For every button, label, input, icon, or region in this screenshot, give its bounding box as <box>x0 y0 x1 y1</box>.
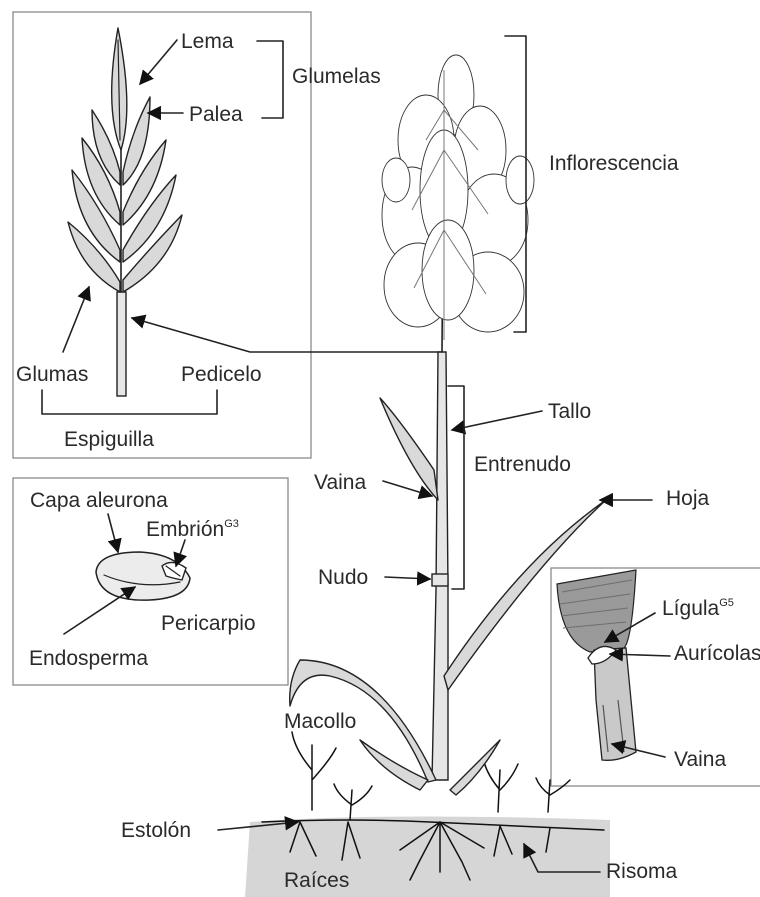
inflorescence-cluster <box>382 55 534 332</box>
nudo-pointer <box>385 577 430 579</box>
inflorescencia-label: Inflorescencia <box>549 153 679 174</box>
risoma-label: Risoma <box>606 861 677 882</box>
espiguilla-label: Espiguilla <box>64 429 154 450</box>
nudo-label: Nudo <box>318 567 368 588</box>
embrion-superscript: G3 <box>224 518 239 530</box>
palea-label: Palea <box>189 104 243 125</box>
estolon-label: Estolón <box>121 820 191 841</box>
pericarpio-label: Pericarpio <box>161 613 256 634</box>
glumas-label: Glumas <box>16 364 88 385</box>
lema-label: Lema <box>181 31 234 52</box>
glumelas-label: Glumelas <box>292 66 381 87</box>
ligula-superscript: G5 <box>719 597 734 609</box>
entrenudo-bracket <box>448 386 464 589</box>
auriculas-label: Aurícolas <box>674 643 760 664</box>
node-ring <box>432 574 448 586</box>
embrion-text: Embrión <box>146 518 224 541</box>
ligula-label: LígulaG5 <box>662 598 734 619</box>
vaina-label: Vaina <box>314 472 366 493</box>
macollo-tiller <box>292 732 336 810</box>
pedicel-stalk <box>117 292 126 396</box>
spikelet-panel <box>13 12 311 458</box>
entrenudo-label: Entrenudo <box>474 454 571 475</box>
raices-label: Raíces <box>284 870 349 891</box>
ligula-text: Lígula <box>662 597 719 620</box>
endosperma-label: Endosperma <box>29 648 148 669</box>
tallo-label: Tallo <box>548 401 591 422</box>
tallo-pointer <box>452 411 542 430</box>
embrion-label: EmbriónG3 <box>146 519 239 540</box>
main-stem <box>432 352 448 780</box>
vaina-detail-label: Vaina <box>674 749 726 770</box>
capa-aleurona-label: Capa aleurona <box>30 490 168 511</box>
upper-leaf <box>380 398 438 500</box>
pedicelo-label: Pedicelo <box>181 364 262 385</box>
macollo-label: Macollo <box>284 711 356 732</box>
hoja-label: Hoja <box>666 488 709 509</box>
